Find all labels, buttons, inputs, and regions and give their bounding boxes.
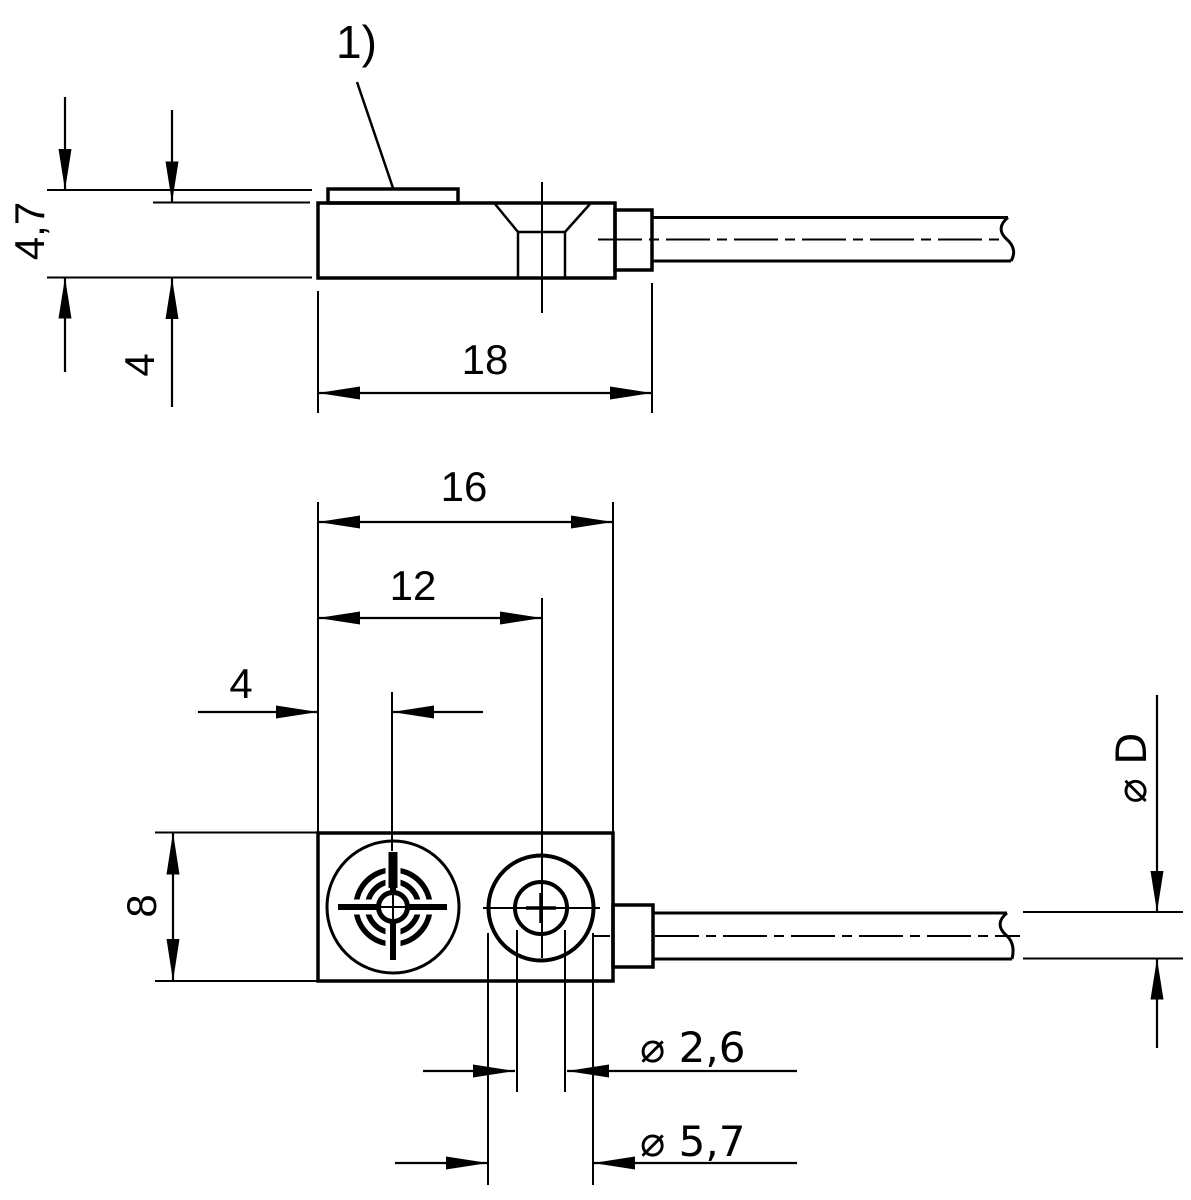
active-face-target-mark [325,839,461,975]
sensor-body-side [316,201,617,280]
arrowhead [276,705,318,719]
side-view: 4,7 4 18 1) [6,16,1016,413]
dim-text-hole-offset: 12 [390,562,437,609]
dim-text-length: 18 [462,336,509,383]
bottom-view: 8 16 12 4 [118,463,1183,1185]
cable-side [598,216,1016,263]
dim-text-body-height: 4 [116,353,163,376]
arrowhead [318,386,360,400]
countersink-hole-side [494,182,591,313]
callout-text: 1) [336,16,377,68]
arrowhead [318,515,360,529]
dim-text-total-height: 4,7 [6,202,53,260]
dim-text-width: 16 [441,463,488,510]
arrowhead [166,832,180,875]
dim-bore-diameter: ⌀ 2,6 [423,930,797,1092]
arrowhead [567,1064,609,1078]
cable-bottom [594,911,1020,961]
arrowhead [58,149,72,190]
arrowhead [318,611,360,625]
dim-countersink-diameter: ⌀ 5,7 [395,933,797,1185]
arrowhead [610,386,652,400]
arrowhead [446,1156,488,1170]
cable-break-symbol [999,216,1016,262]
dim-text-face-offset: 4 [229,660,252,707]
arrowhead [165,161,179,203]
dim-total-height: 4,7 [6,97,312,372]
dim-text-countersink-diameter: ⌀ 5,7 [640,1117,745,1166]
arrowhead [392,705,434,719]
cable-gland-bottom [611,903,655,969]
arrowhead [1150,871,1164,912]
dim-cable-diameter: ⌀ D [1023,695,1183,1048]
dim-body-height: 4 [116,110,310,407]
arrowhead [1150,958,1164,1000]
target-notch [388,852,398,888]
arrowhead [166,939,180,981]
arrowhead [571,515,613,529]
arrowhead [473,1064,515,1078]
arrowhead [165,278,179,319]
callout-1: 1) [336,16,395,189]
dim-text-cable-diameter: ⌀ D [1107,733,1156,804]
dim-height: 8 [118,831,318,982]
dim-text-bore-diameter: ⌀ 2,6 [640,1023,745,1072]
arrowhead [500,611,542,625]
dim-face-offset: 4 [198,660,483,851]
dim-width: 16 [317,463,614,833]
active-face-plate [326,187,460,205]
dim-text-height: 8 [118,894,165,917]
arrowhead [593,1156,635,1170]
dim-hole-offset: 12 [318,562,543,958]
arrowhead [58,277,72,319]
leader-line [355,81,395,189]
dim-length: 18 [317,283,653,413]
